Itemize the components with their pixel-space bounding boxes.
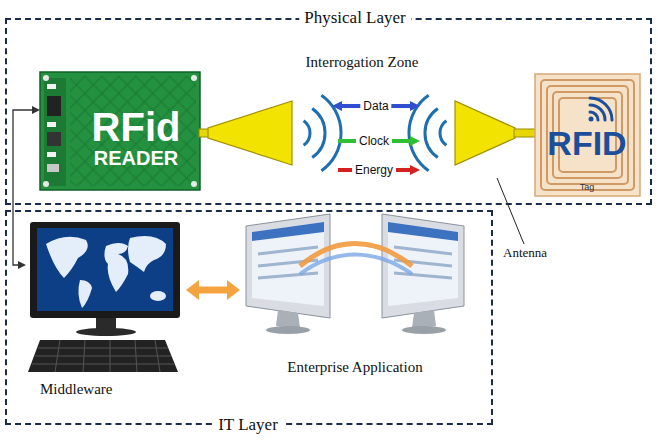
enterprise-computers <box>402 326 446 334</box>
antenna-leader <box>497 178 524 244</box>
middleware-computer <box>78 280 92 308</box>
enterprise-computers <box>300 255 412 275</box>
enterprise-computers <box>276 310 300 328</box>
middleware-computer <box>30 222 180 318</box>
middleware-computer <box>32 348 174 364</box>
enterprise-computers <box>412 310 436 328</box>
tag-box: RFID Tag <box>535 74 640 196</box>
reader-board <box>47 152 56 157</box>
middleware-computer <box>46 237 88 278</box>
reader-box: RFid READER <box>40 72 200 190</box>
reader-board <box>191 181 197 187</box>
rfid-tag <box>590 98 612 120</box>
reader-waves <box>304 95 341 170</box>
middleware-label: Middleware <box>40 381 112 398</box>
callout-label: Antenna <box>503 245 547 261</box>
layer-title: IT Layer <box>213 414 283 436</box>
reader-antenna <box>208 101 292 165</box>
reader-board <box>47 132 61 146</box>
enterprise-computers <box>266 326 310 334</box>
rfid-tag <box>547 86 628 184</box>
reader-board <box>47 164 59 172</box>
tag-waves <box>409 95 446 170</box>
reader-waves <box>321 95 341 170</box>
middleware-computer <box>104 243 128 292</box>
layer-band: Physical LayerRFid READERRFIDTag <box>5 18 652 205</box>
signal-label: Energy <box>352 163 396 177</box>
application-label: Enterprise Application <box>287 359 422 376</box>
middleware-computer <box>28 340 178 372</box>
tag-waves <box>425 108 438 157</box>
signal-label: Data <box>360 99 391 113</box>
tag-waves <box>440 121 446 146</box>
exchange-arrow <box>199 287 227 294</box>
reader-board <box>47 96 61 116</box>
tag-antenna <box>455 101 515 165</box>
enterprise-computers <box>388 222 458 241</box>
reader-board <box>43 181 49 187</box>
enterprise-computers <box>394 247 452 278</box>
reader-board <box>191 75 197 81</box>
tag-antenna <box>455 101 536 165</box>
signal-label: Clock <box>356 134 392 148</box>
middleware-computer <box>55 340 160 372</box>
middleware-box: Middleware <box>26 218 186 400</box>
tag-antenna <box>514 129 536 137</box>
tag-waves <box>409 95 429 170</box>
tag-caption: Tag <box>580 182 595 192</box>
reader-label: RFid READER <box>86 106 186 169</box>
rfid-tag <box>535 74 640 196</box>
middleware-computer <box>150 291 166 301</box>
enterprise-computers <box>258 247 318 278</box>
layer-band: IT LayerMiddlewareEnterprise Application <box>5 210 493 425</box>
rfid-tag <box>589 117 594 122</box>
middleware-computer <box>128 236 166 272</box>
layer-title: Physical Layer <box>299 7 411 29</box>
middleware-computer <box>28 222 180 372</box>
signal-arrows <box>338 106 410 170</box>
middleware-computer <box>37 228 173 311</box>
rfid-tag <box>590 98 612 120</box>
tag-label: RFID <box>547 124 626 162</box>
reader-board <box>40 72 200 190</box>
antenna-leader <box>497 178 524 244</box>
enterprise-computers <box>246 214 464 334</box>
reader-waves <box>304 121 310 146</box>
reader-board <box>47 122 56 127</box>
reader-board <box>43 75 49 81</box>
reader-board <box>44 78 66 186</box>
enterprise-computers <box>382 214 464 318</box>
rfid-tag <box>535 74 640 196</box>
reader-board <box>40 72 200 190</box>
middleware-computer <box>76 328 136 336</box>
reader-waves <box>312 108 325 157</box>
reader-board <box>70 76 196 186</box>
enterprise-computers <box>246 214 330 318</box>
reader-antenna <box>199 101 292 165</box>
application-box: Enterprise Application <box>240 218 470 383</box>
data-link <box>13 110 32 265</box>
arrow-head <box>13 110 227 290</box>
zone-label: Interrogation Zone <box>306 54 419 71</box>
rfid-tag <box>541 80 634 190</box>
reader-board <box>47 84 56 89</box>
enterprise-computers <box>252 222 324 241</box>
